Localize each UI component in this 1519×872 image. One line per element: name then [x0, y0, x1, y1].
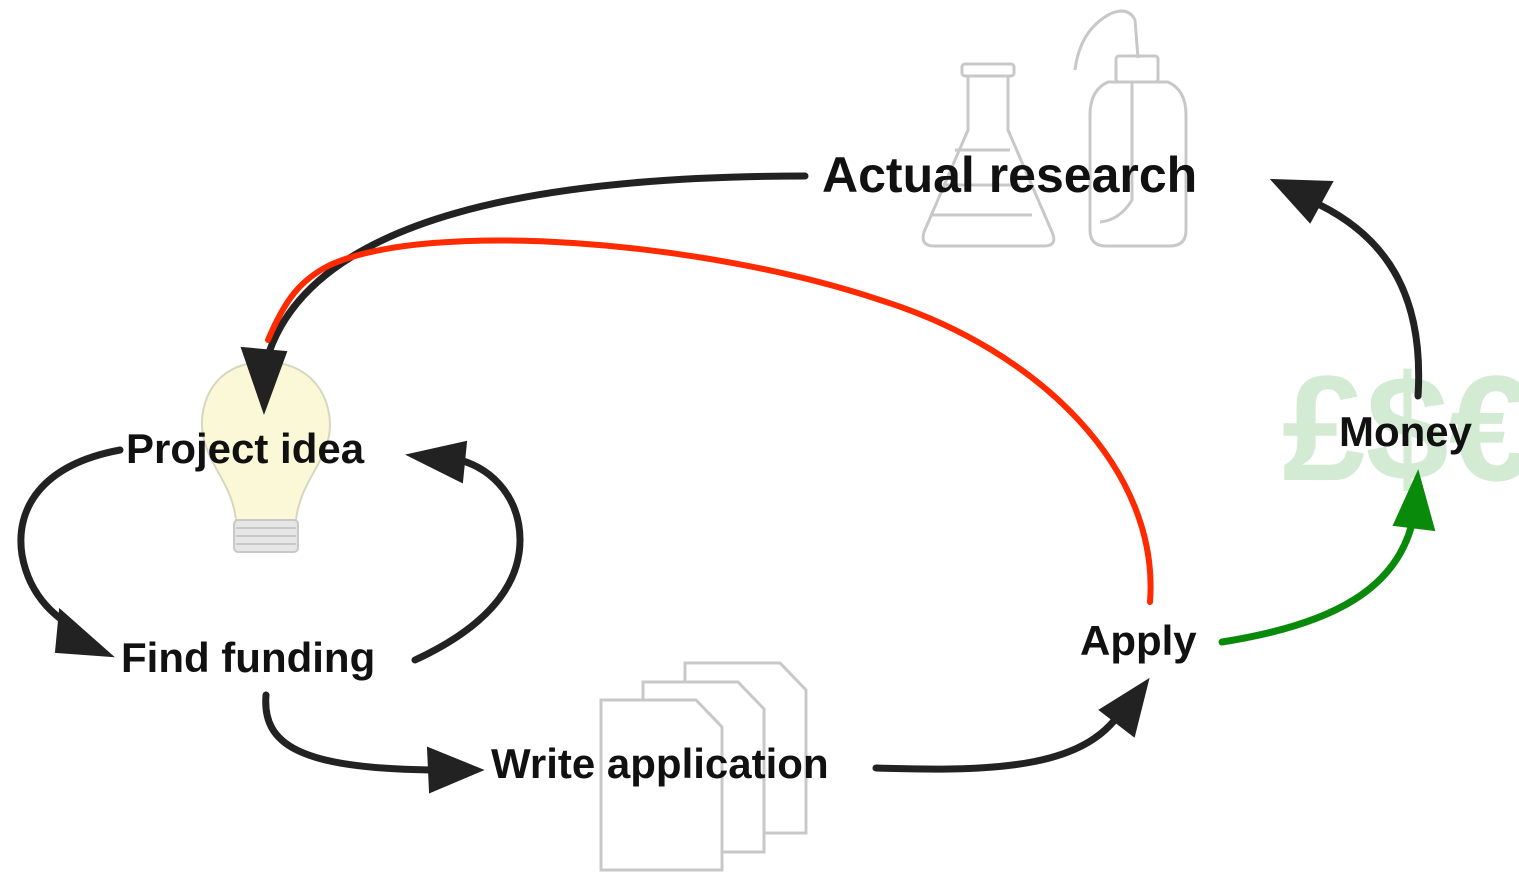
- node-project-idea: Project idea: [126, 425, 365, 472]
- arrowhead-money-to-research: [1269, 178, 1334, 224]
- arrow-money-to-research: [1316, 201, 1423, 400]
- arrowhead-write-to-apply: [1098, 677, 1150, 738]
- documents-icon: [599, 661, 808, 872]
- arrowhead-apply-to-money: [1392, 469, 1436, 532]
- node-actual-research: Actual research: [822, 147, 1198, 203]
- wash-bottle-icon: [1073, 9, 1188, 248]
- arrow-apply-to-idea-red: [265, 237, 1154, 605]
- arrow-funding-to-write: [262, 691, 434, 774]
- arrowhead-idea-to-funding: [54, 607, 115, 658]
- arrow-research-to-idea: [260, 172, 809, 374]
- node-money: Money: [1339, 408, 1473, 455]
- arrow-funding-to-idea: [411, 456, 524, 664]
- node-find-funding: Find funding: [121, 634, 376, 681]
- lightbulb-icon: [200, 360, 331, 553]
- currency-icon: £$€: [1282, 344, 1519, 512]
- node-write-application: Write application: [491, 740, 829, 787]
- arrow-write-to-apply: [872, 701, 1129, 773]
- node-apply: Apply: [1080, 617, 1197, 664]
- arrowhead-research-to-idea: [240, 346, 288, 415]
- arrowhead-funding-to-write: [426, 746, 485, 794]
- flask-icon: [921, 62, 1056, 248]
- arrow-idea-to-funding: [17, 446, 124, 636]
- arrowhead-funding-to-idea: [405, 440, 468, 484]
- arrow-apply-to-money-green: [1218, 511, 1418, 646]
